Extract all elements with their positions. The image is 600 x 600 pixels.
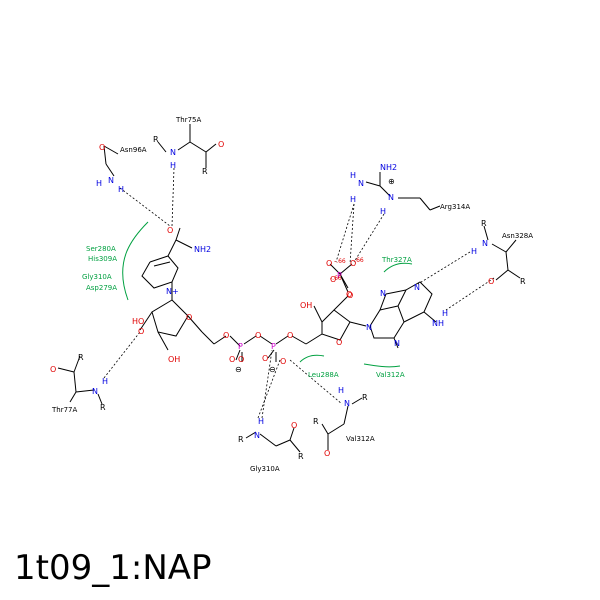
asn328-o: O — [488, 277, 494, 286]
p1: P — [238, 342, 243, 351]
nic-o: O — [167, 226, 173, 235]
thr75-o: O — [218, 140, 224, 149]
p-bridge-o: O — [255, 331, 261, 340]
gly310-n: N — [254, 431, 260, 440]
asn96-n: N — [108, 176, 114, 185]
p1-o2: O — [238, 355, 244, 364]
label-leu288: Leu288A — [308, 371, 339, 379]
val312-r2: R — [313, 417, 319, 426]
rib2-o2: O — [346, 290, 352, 299]
nic-n-plus: N+ — [166, 287, 179, 296]
p3-o2: O — [350, 259, 356, 268]
charge-3: -.66 — [330, 275, 342, 282]
p1-minus: ⊖ — [235, 365, 242, 374]
label-thr75: Thr75A — [175, 116, 201, 124]
asn328-n: N — [482, 239, 488, 248]
val312-h: H — [338, 386, 344, 395]
label-asp279: Asp279A — [86, 284, 117, 292]
label-thr77: Thr77A — [51, 406, 77, 414]
label-arg314: Arg314A — [440, 203, 470, 211]
asn328-r: R — [481, 219, 487, 228]
rib1-ho: HO — [132, 317, 144, 326]
p1-o1: O — [229, 355, 235, 364]
thr75-n: N — [170, 148, 176, 157]
p2-o-link: O — [287, 331, 293, 340]
asn328-r2: R — [520, 277, 526, 286]
p2: P — [271, 342, 276, 351]
charge-2: -.66 — [352, 257, 364, 264]
ade-h: H — [442, 309, 448, 318]
p3-o4: O — [347, 291, 353, 300]
ade-n1: N — [414, 283, 420, 292]
ade-n7: N — [394, 339, 400, 348]
hydrogen-bonds — [103, 167, 495, 419]
rib1-o2: O — [138, 327, 144, 336]
label-ser280: Ser280A — [86, 245, 116, 253]
ade-n9: N — [366, 323, 372, 332]
label-his309: His309A — [88, 255, 117, 263]
thr75-r: R — [153, 135, 159, 144]
label-val312: Val312A — [346, 435, 375, 443]
rib1-o: O — [186, 313, 192, 322]
arg314-n2: N — [388, 193, 394, 202]
asn96-h1: H — [96, 179, 102, 188]
gly310-o: O — [291, 421, 297, 430]
arg314-h1: H — [350, 171, 356, 180]
arg314-nh2: NH2 — [380, 163, 397, 172]
nic-nh2: NH2 — [194, 245, 211, 254]
asn328-h: H — [471, 247, 477, 256]
asn96-o: O — [99, 143, 105, 152]
arg314-h2: H — [350, 195, 356, 204]
thr77-n: N — [92, 387, 98, 396]
p2-minus: ⊖ — [269, 365, 276, 374]
label-gly310-hyd: Gly310A — [82, 273, 112, 281]
p3-o3: O — [330, 275, 336, 284]
thr75-h: H — [170, 161, 176, 170]
gly310-h: H — [258, 417, 264, 426]
hydrophobic-labels: Ser280A His309A Gly310A Asp279A Thr327A … — [82, 245, 412, 379]
hydrophobic-arcs — [122, 221, 413, 368]
gly310-r2: R — [298, 452, 304, 461]
val312-o: O — [324, 449, 330, 458]
label-asn328: Asn328A — [502, 232, 533, 240]
label-thr327: Thr327A — [381, 256, 412, 264]
p2-o2: O — [280, 357, 286, 366]
label-asn96: Asn96A — [120, 146, 147, 154]
arg314-h3: H — [380, 207, 386, 216]
residue-labels: Thr75A Asn96A Thr77A Gly310A Val312A Arg… — [51, 116, 533, 473]
rib1-oh: OH — [168, 355, 180, 364]
p2-o1: O — [262, 354, 268, 363]
thr77-h: H — [102, 377, 108, 386]
thr77-r2: R — [100, 403, 106, 412]
p1-o-link: O — [223, 331, 229, 340]
page-title: 1t09_1:NAP — [14, 548, 212, 588]
thr77-o: O — [50, 365, 56, 374]
ade-nh: NH — [432, 319, 444, 328]
atom-labels: N H R O R O N H H O NH2 N+ O HO OH O O P… — [50, 135, 526, 461]
thr75-r2: R — [202, 167, 208, 176]
val312-r: R — [362, 393, 368, 402]
charge-1: -.66 — [334, 258, 346, 265]
rib2-o: O — [336, 338, 342, 347]
residue-bonds — [57, 124, 521, 453]
rib2-oh: OH — [300, 301, 312, 310]
thr77-r: R — [78, 353, 84, 362]
label-gly310: Gly310A — [250, 465, 280, 473]
ade-n3: N — [380, 289, 386, 298]
val312-n: N — [344, 399, 350, 408]
label-val312-hyd: Val312A — [376, 371, 405, 379]
ligand-bonds — [139, 227, 437, 362]
asn96-h2: H — [118, 185, 124, 194]
arg314-plus: ⊕ — [388, 177, 395, 186]
arg314-n1: N — [358, 179, 364, 188]
p3-o1: O — [326, 259, 332, 268]
gly310-r: R — [238, 435, 244, 444]
p3: P — [337, 271, 342, 280]
